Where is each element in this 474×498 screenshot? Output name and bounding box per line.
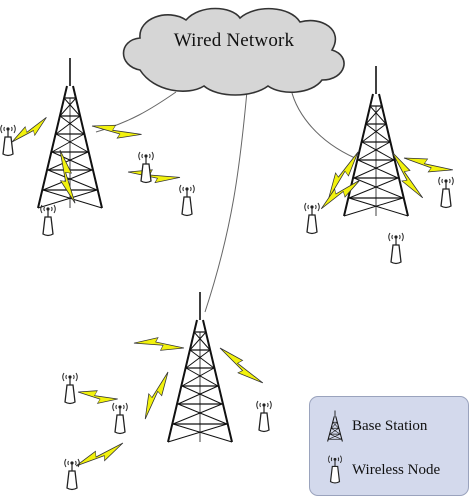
lightning-bolt-icon (136, 369, 175, 421)
wired-link-bottom (204, 79, 249, 313)
antenna-icon (304, 202, 320, 235)
lightning-bolt-icon (73, 441, 127, 471)
antenna-icon (112, 402, 128, 435)
antenna-icon (438, 176, 454, 209)
wired-link-right (289, 83, 356, 159)
antenna-icon (179, 184, 195, 217)
lightning-bolt-icon (315, 175, 364, 211)
antenna-icon (256, 400, 272, 433)
legend-item-wireless-node: Wireless Node (322, 453, 440, 487)
antenna-icon (62, 372, 78, 405)
lightning-bolt-icon (401, 150, 454, 180)
legend-label-wireless-node: Wireless Node (352, 461, 441, 478)
cloud-icon (122, 7, 345, 96)
antenna-icon (328, 455, 342, 484)
wired-links (95, 79, 356, 313)
antenna-icon (388, 232, 404, 265)
antenna-icon (138, 151, 154, 184)
lightning-bolt-icon (76, 384, 119, 410)
antenna-icon (64, 458, 80, 491)
lightning-bolt-icon (133, 332, 186, 356)
tower-icon (327, 410, 343, 442)
legend-item-base-station: Base Station (322, 409, 427, 443)
lightning-bolt-icon (216, 342, 265, 391)
legend-label-base-station: Base Station (352, 417, 428, 434)
antenna-icon (40, 204, 56, 237)
legend: Base Station Wireless Node (309, 396, 469, 496)
tower-icon (167, 291, 233, 443)
cloud-label: Wired Network (173, 30, 295, 51)
tower-icon (343, 65, 409, 217)
lightning-bolt-icon (126, 164, 181, 188)
